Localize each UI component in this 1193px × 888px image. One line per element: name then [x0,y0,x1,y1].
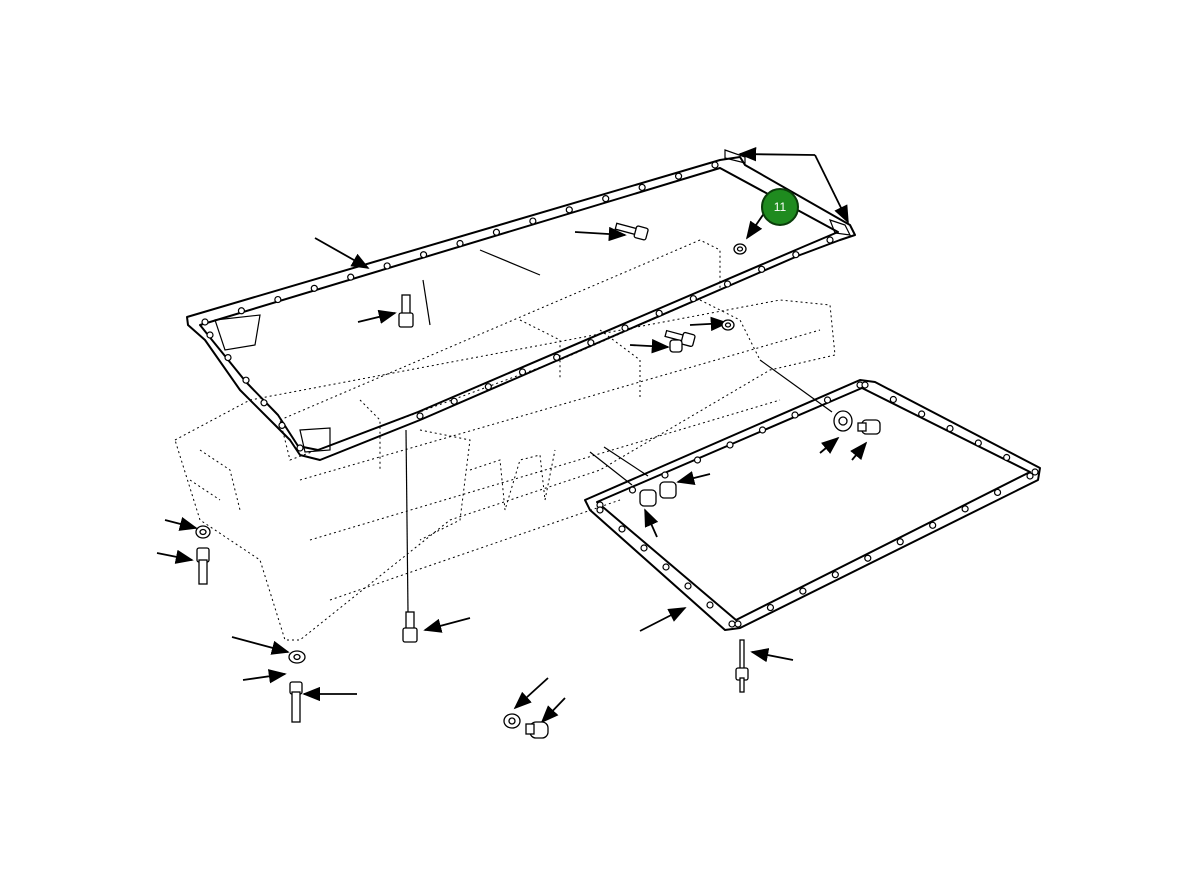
bolt-hole [918,410,926,418]
engine-block-ghost [174,239,836,641]
bolt-hole [587,339,595,347]
bolt-hole [723,280,732,288]
bolt-hole [674,172,683,180]
bolt-hole [946,424,954,433]
bolt-hole [1026,472,1034,480]
bolt-hole [1003,453,1011,462]
bolt-hole [553,353,561,361]
washer [503,713,521,729]
bolt-hole [638,183,646,192]
bolt-hole [492,228,501,236]
bolt-hole [974,439,982,447]
bolt-hole [383,262,391,270]
bolt-hole [419,251,428,259]
leader-arrows [156,147,868,724]
bolt-hole [684,582,692,590]
bolt-hole [823,396,832,404]
washer [833,410,853,432]
bolt-hole [791,411,799,419]
bolt-hole [889,395,897,404]
bolt-hole [602,195,610,203]
bolt-hole [689,295,697,303]
bolt-hole [861,381,869,389]
bolt-hole [929,521,937,529]
bolt-hole [310,284,318,292]
hardware-parts [195,222,881,739]
bolt-hole [628,486,637,494]
bolt-hole [799,587,807,595]
bolt-hole [565,206,573,214]
bolt-hole [896,538,904,546]
bolt-hole [529,217,537,225]
bolt-hole [347,273,355,281]
bolt-hole [961,505,969,513]
bolt-hole [993,488,1002,497]
bolt-hole [450,397,458,405]
washer [195,525,211,539]
bolt-hole [456,239,464,248]
bolt-hole [278,421,286,429]
valve-cover-gasket [186,149,856,461]
bolt-hole [274,295,282,304]
bolt-hole [1031,468,1039,476]
bolt-hole [618,525,626,533]
drain-plug [857,419,881,435]
drain-plug [639,481,677,507]
bolt [664,329,696,348]
bolt-hole [792,251,800,259]
bolt-hole [766,603,775,612]
bolt-hole [621,324,629,332]
bolt-hole [260,399,268,407]
bolt-hole [237,307,246,315]
stud [735,639,749,693]
bolt-hole [484,383,492,391]
bolt-hole [864,554,872,562]
bolt-hole [706,601,714,609]
bolt-hole [640,544,648,552]
bolt-hole [758,265,766,273]
callout-label: 11 [774,200,787,214]
bolt-hole [826,236,834,244]
bolt-hole [416,412,424,420]
callout-circle [761,188,799,226]
bolt [398,294,414,328]
washer [288,650,306,664]
bolt-hole [206,331,214,339]
bolt-hole [296,444,304,452]
bolt-hole [734,620,742,628]
bolt-hole [242,376,250,384]
bolt-hole [693,456,702,464]
bolt [614,222,649,241]
bolt-hole [661,471,669,479]
callout-11: 11 [761,188,799,226]
bolt-hole [662,563,670,571]
bolt-hole [655,309,663,317]
bolt [289,681,303,723]
nut [669,339,683,353]
bolt-hole [831,571,839,579]
bolt-hole [726,441,734,449]
gasket-bolt-holes [201,161,1039,628]
plug [525,721,549,739]
bolt-hole [758,426,767,434]
bolt-hole [596,506,604,514]
bolt [402,611,418,643]
bolt-hole [518,368,527,376]
bolt-hole [728,620,736,628]
bolt-hole [711,161,719,169]
bolt-hole [224,354,232,362]
bolt-hole [201,318,209,326]
washer [721,319,735,331]
washer [733,243,747,255]
bolt [196,547,210,585]
